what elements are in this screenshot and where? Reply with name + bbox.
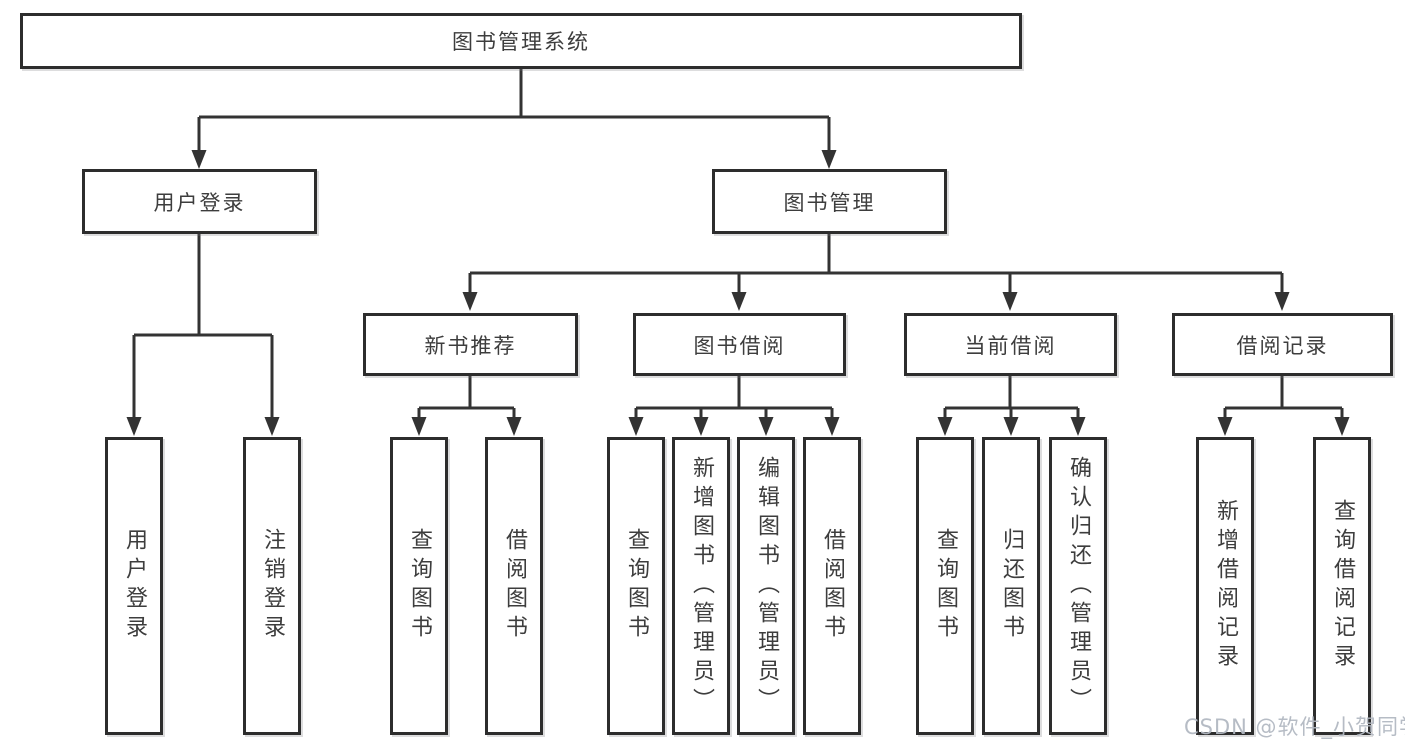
leaf-add-book-admin: 新增图书（管理员） [672,437,730,735]
node-user-login-label: 用户登录 [153,190,246,215]
node-borrow-records: 借阅记录 [1172,313,1393,376]
leaf-return-book-label: 归还图书 [999,528,1024,644]
leaf-query-book-recommend: 查询图书 [390,437,448,735]
node-book-borrowing-label: 图书借阅 [693,333,786,358]
node-current-borrowing-label: 当前借阅 [964,333,1057,358]
node-book-management-label: 图书管理 [783,190,876,215]
leaf-query-book-current-label: 查询图书 [933,528,958,644]
leaf-borrow-book: 借阅图书 [803,437,861,735]
watermark: CSDN @软件_小贺同学 [1184,715,1405,739]
leaf-logout-label: 注销登录 [260,528,285,644]
leaf-borrow-book-recommend: 借阅图书 [485,437,543,735]
leaf-logout: 注销登录 [243,437,301,735]
leaf-query-book-recommend-label: 查询图书 [407,528,432,644]
node-new-book-recommend: 新书推荐 [363,313,578,376]
arrowheads [126,150,1350,436]
node-library-system: 图书管理系统 [20,13,1022,69]
leaf-borrow-book-recommend-label: 借阅图书 [502,528,527,644]
leaf-query-borrow-record: 查询借阅记录 [1313,437,1371,735]
leaf-query-book-borrowing-label: 查询图书 [624,528,649,644]
node-new-book-recommend-label: 新书推荐 [424,333,517,358]
node-borrow-records-label: 借阅记录 [1236,333,1329,358]
leaf-user-login: 用户登录 [105,437,163,735]
node-current-borrowing: 当前借阅 [904,313,1117,376]
leaf-query-book-borrowing: 查询图书 [607,437,665,735]
node-book-management: 图书管理 [712,169,947,234]
leaf-borrow-book-label: 借阅图书 [820,528,845,644]
leaf-confirm-return-admin: 确认归还（管理员） [1049,437,1107,735]
leaf-add-borrow-record: 新增借阅记录 [1196,437,1254,735]
leaf-edit-book-admin: 编辑图书（管理员） [737,437,795,735]
node-library-system-label: 图书管理系统 [452,30,590,54]
leaf-add-book-admin-label: 新增图书（管理员） [689,455,714,717]
node-user-login: 用户登录 [82,169,317,234]
leaf-query-borrow-record-label: 查询借阅记录 [1330,499,1355,673]
leaf-add-borrow-record-label: 新增借阅记录 [1213,499,1238,673]
leaf-query-book-current: 查询图书 [916,437,974,735]
leaf-return-book: 归还图书 [982,437,1040,735]
leaf-user-login-label: 用户登录 [122,528,147,644]
leaf-edit-book-admin-label: 编辑图书（管理员） [754,455,779,717]
leaf-confirm-return-admin-label: 确认归还（管理员） [1066,455,1091,717]
node-book-borrowing: 图书借阅 [633,313,846,376]
